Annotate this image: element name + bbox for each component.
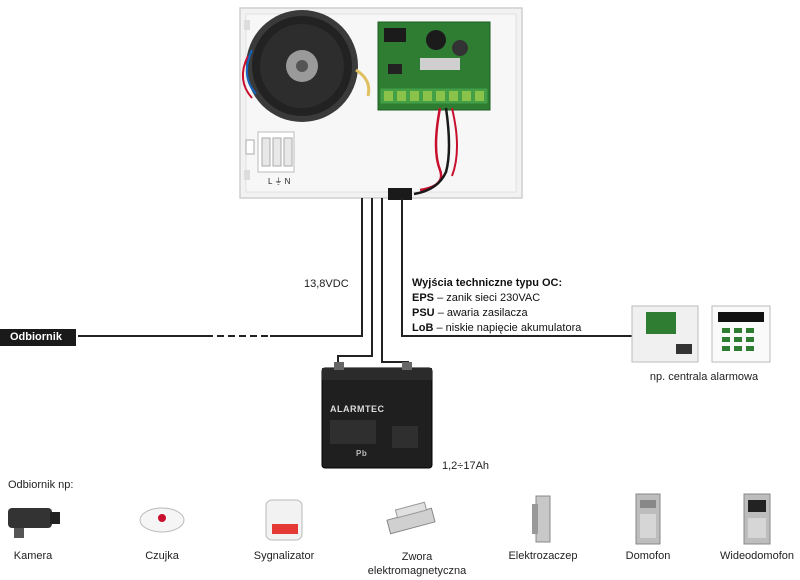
oc-outputs-title: Wyjścia techniczne typu OC: (412, 277, 563, 289)
siren-icon (265, 499, 303, 541)
svg-text:Pb: Pb (356, 449, 367, 458)
battery-capacity: 1,2÷17Ah (442, 460, 490, 472)
video-intercom-icon (743, 493, 771, 545)
mains-terminal-label: L ⏚ N (268, 177, 291, 186)
receiver-label-detector: Czujka (145, 550, 179, 562)
output-cables (388, 107, 458, 200)
electric-strike-icon (532, 495, 551, 543)
battery-brand: ALARMTEC (330, 404, 385, 414)
battery: Pb (321, 362, 433, 469)
receiver-tag: Odbiornik (0, 329, 76, 346)
toroidal-transformer (241, 10, 371, 122)
alarm-panel (631, 305, 771, 363)
receiver-label-intercom: Domofon (625, 550, 671, 562)
psu-pcb (377, 21, 491, 111)
oc-output-eps: EPS – zanik sieci 230VAC (412, 292, 541, 304)
receiver-label-siren: Sygnalizator (253, 550, 315, 562)
oc-output-psu: PSU – awaria zasilacza (412, 307, 528, 319)
receiver-label-strike: Elektrozaczep (508, 550, 578, 562)
oc-output-lob: LoB – niskie napięcie akumulatora (412, 322, 582, 334)
voltage-label: 13,8VDC (304, 278, 349, 290)
receivers-title: Odbiornik np: (8, 479, 74, 491)
oc-outputs: Wyjścia techniczne typu OC: EPS – zanik … (412, 276, 581, 336)
receiver-label-camera: Kamera (13, 550, 53, 562)
magnetic-lock-icon (386, 501, 436, 535)
receiver-label-video-intercom: Wideodomofon (720, 550, 794, 562)
smoke-detector-icon (139, 507, 185, 533)
intercom-icon (635, 493, 661, 545)
mains-terminal-block (245, 131, 295, 173)
alarm-panel-label: np. centrala alarmowa (649, 371, 759, 383)
receiver-label-maglock: Zwora elektromagnetyczna (367, 551, 467, 577)
camera-icon (8, 508, 60, 538)
